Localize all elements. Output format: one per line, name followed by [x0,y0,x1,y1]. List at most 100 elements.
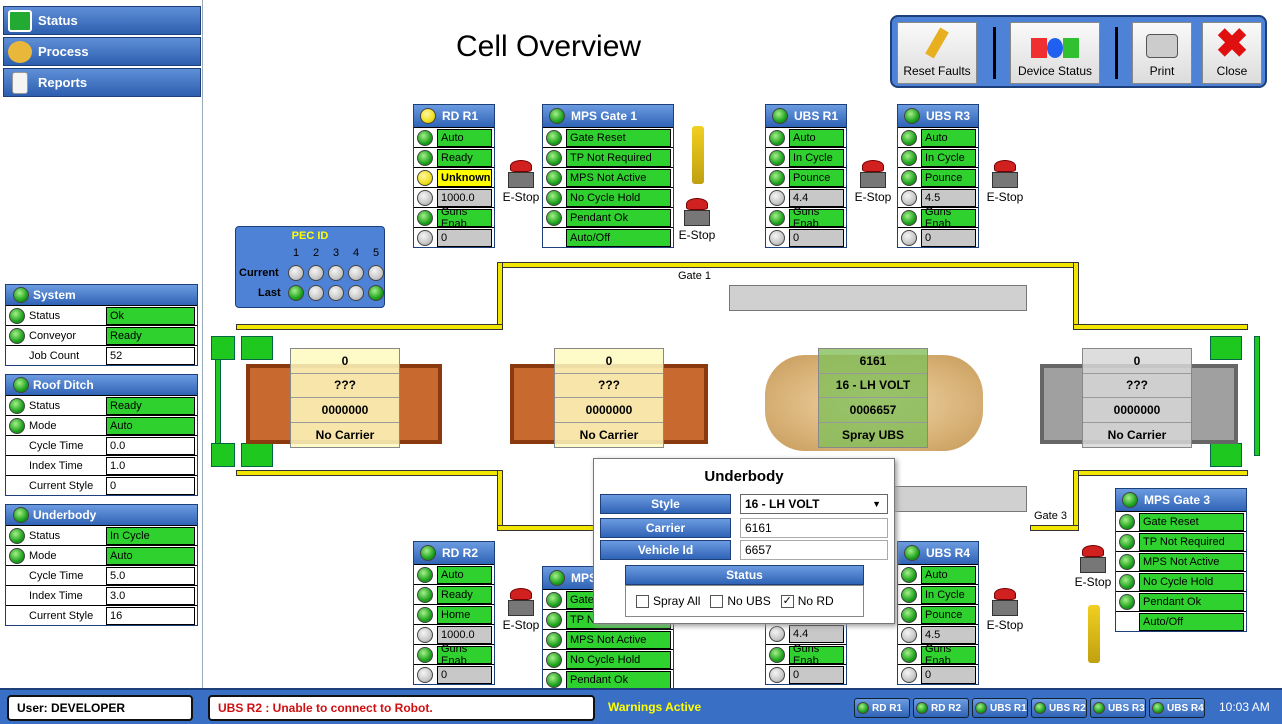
row-label: Mode [29,549,57,562]
carrier-style: ??? [555,374,663,398]
spray-all-checkbox[interactable]: Spray All [636,594,700,608]
robot-rd-r2-indicator[interactable]: RD R2 [913,698,969,718]
estop-icon [994,588,1016,600]
reset-faults-button[interactable]: Reset Faults [897,22,977,84]
station-value: In Cycle [921,148,976,167]
ubs-r3-panel[interactable]: UBS R3 Auto In Cycle Pounce 4.5 Guns Ena… [897,104,979,248]
check-icon: ✓ [780,594,794,608]
estop-button[interactable]: E-Stop [496,160,546,204]
estop-base [1080,557,1106,573]
style-select[interactable]: 16 - LH VOLT▼ [740,494,888,514]
ubs-r1-panel[interactable]: UBS R1 Auto In Cycle Pounce 4.4 Guns Ena… [765,104,847,248]
pec-col: 2 [312,247,320,259]
mps-gate3-panel[interactable]: MPS Gate 3 Gate Reset TP Not Required MP… [1115,488,1247,632]
status-lamp-icon [417,169,433,186]
nav-reports-button[interactable]: Reports [3,68,201,97]
station-header: UBS R1 [766,105,846,127]
estop-button[interactable]: E-Stop [496,588,546,632]
carrier-status: Spray UBS [841,427,905,442]
carrier-vehicle-id: 0000000 [555,398,663,423]
status-lamp-icon [772,108,788,124]
ubs-r2-panel[interactable]: 4.4 Guns Enab 0 [765,624,847,685]
status-lamp-icon [417,129,433,146]
robot-label: UBS R1 [990,702,1027,714]
pec-col: 3 [332,247,340,259]
carrier-number: 0 [555,349,663,374]
station-value: Guns Enab [921,206,976,230]
device-status-button[interactable]: Device Status [1010,22,1100,84]
print-button[interactable]: Print [1132,22,1192,84]
station-value: Auto [789,128,844,147]
conveyor-rail [1073,324,1248,330]
carrier-status: No Carrier [1107,427,1167,442]
no-rd-checkbox[interactable]: ✓No RD [780,594,834,608]
station-value: Guns Enab [921,643,976,667]
pec-last-label: Last [258,287,281,299]
robot-rail [893,486,1027,512]
status-lamp-icon [417,189,433,206]
pec-lamp-icon [308,285,324,301]
vehicle-id-field[interactable]: 6657 [740,540,888,560]
no-ubs-checkbox[interactable]: No UBS [710,594,771,608]
carrier-slot-2[interactable]: 0 ??? 0000000 No Carrier [554,348,664,448]
estop-label: E-Stop [1074,575,1112,589]
alarm-message[interactable]: UBS R2 : Unable to connect to Robot. [208,695,595,721]
status-lamp-icon [1119,533,1135,550]
status-lamp-icon [1119,513,1135,530]
button-label: Reset Faults [903,64,971,78]
nav-status-button[interactable]: Status [3,6,201,35]
conveyor-rail [236,324,503,330]
report-icon [12,71,28,94]
status-lamp-icon [769,149,785,166]
style-label: Style [600,494,731,514]
end-stop-block [211,336,235,360]
station-value: 0 [921,228,976,247]
status-lamp-icon [9,547,25,564]
status-lamp-icon [857,702,869,714]
row-value: 16 [106,606,195,625]
carrier-slot-3[interactable]: 6161 16 - LH VOLT 0006657 Spray UBS [818,348,928,448]
robot-rd-r1-indicator[interactable]: RD R1 [854,698,910,718]
status-lamp-icon [769,169,785,186]
carrier-slot-1[interactable]: 0 ??? 0000000 No Carrier [290,348,400,448]
rd-r2-panel[interactable]: RD R2 Auto Ready Home 1000.0 Guns Enab 0 [413,541,495,685]
robot-ubs-r4-indicator[interactable]: UBS R4 [1149,698,1205,718]
station-value: Auto [921,128,976,147]
status-lamp-icon [916,702,928,714]
toolbar-divider [993,27,996,79]
estop-button[interactable]: E-Stop [980,588,1030,632]
ubs-r4-panel[interactable]: UBS R4 Auto In Cycle Pounce 4.5 Guns Ena… [897,541,979,685]
status-lamp-icon [769,129,785,146]
close-button[interactable]: ✖Close [1202,22,1262,84]
warnings-indicator[interactable]: Warnings Active [608,700,702,714]
mps-gate1-panel[interactable]: MPS Gate 1 Gate Reset TP Not Required MP… [542,104,674,248]
checkbox-label: Spray All [653,594,701,608]
estop-button[interactable]: E-Stop [672,198,722,242]
robot-ubs-r2-indicator[interactable]: UBS R2 [1031,698,1087,718]
station-title: MPS Gate 3 [1144,493,1211,507]
checkbox-box [636,594,649,608]
nav-process-button[interactable]: Process [3,37,201,66]
carrier-field[interactable]: 6161 [740,518,888,538]
gate3-label: Gate 3 [1034,510,1068,522]
estop-button[interactable]: E-Stop [848,160,898,204]
status-lamp-icon [769,189,785,206]
underbody-popup: Underbody Style 16 - LH VOLT▼ Carrier 61… [593,458,895,624]
end-stop-block [211,443,235,467]
pec-lamp-icon [368,265,384,281]
row-label: Current Style [29,479,94,492]
status-lamp-icon [546,189,562,206]
pec-columns: 1 2 3 4 5 [286,247,386,259]
station-value: Auto [437,565,492,584]
robot-ubs-r1-indicator[interactable]: UBS R1 [972,698,1028,718]
carrier-slot-4[interactable]: 0 ??? 0000000 No Carrier [1082,348,1192,448]
rd-r1-panel[interactable]: RD R1 Auto Ready Unknown 1000.0 Guns Ena… [413,104,495,248]
estop-button[interactable]: E-Stop [1068,545,1118,589]
robot-ubs-r3-indicator[interactable]: UBS R3 [1090,698,1146,718]
popup-title: Underbody [704,468,784,485]
estop-label: E-Stop [502,190,540,204]
estop-button[interactable]: E-Stop [980,160,1030,204]
